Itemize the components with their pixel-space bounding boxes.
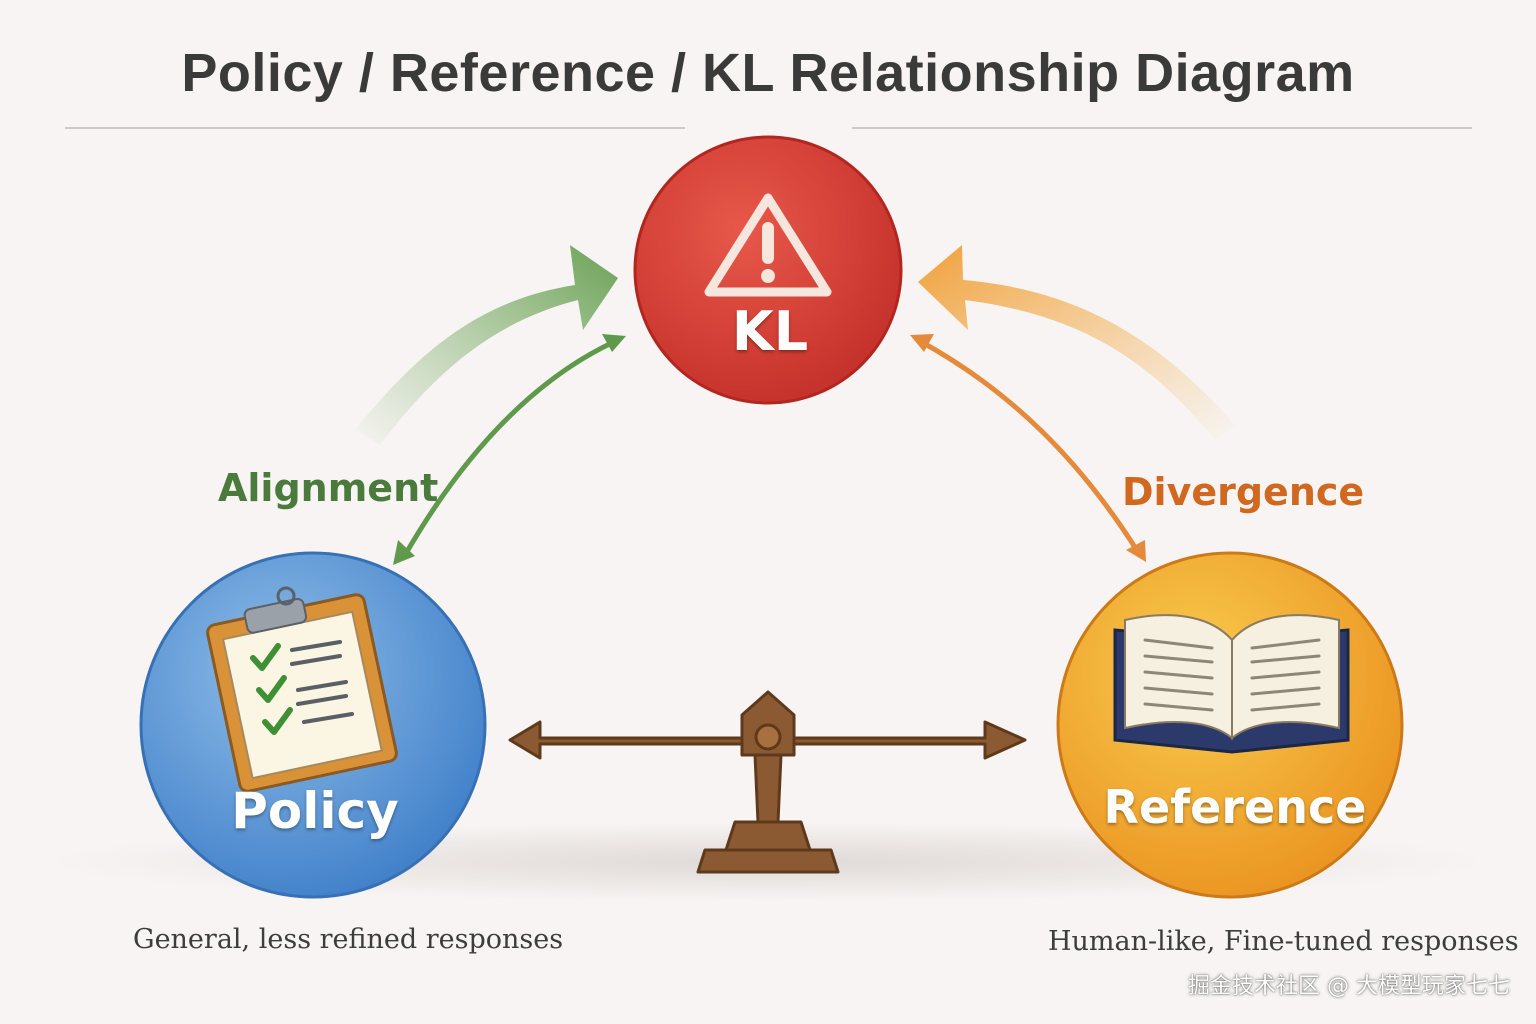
divergence-double-arrow — [910, 334, 1146, 562]
alignment-double-arrow — [393, 334, 626, 565]
divergence-big-arrow — [918, 245, 1235, 440]
page-title: Policy / Reference / KL Relationship Dia… — [181, 43, 1355, 103]
title-divider-left — [65, 127, 685, 129]
balance-scale-icon — [508, 690, 1027, 874]
kl-node — [633, 135, 903, 405]
reference-caption: Human-like, Fine-tuned responses — [1048, 926, 1519, 957]
divergence-label: Divergence — [1122, 470, 1365, 514]
clipboard-checklist-icon — [206, 586, 398, 793]
watermark: 掘金技术社区 @ 大模型玩家七七 — [1188, 974, 1510, 999]
reference-label: Reference — [1103, 780, 1367, 834]
policy-label: Policy — [231, 782, 399, 840]
alignment-label: Alignment — [218, 466, 439, 510]
reference-node — [1056, 551, 1404, 899]
kl-label: KL — [731, 300, 809, 363]
open-book-icon — [1113, 614, 1350, 754]
alignment-big-arrow — [355, 245, 618, 445]
policy-caption: General, less refined responses — [133, 924, 564, 955]
title-divider-right — [852, 127, 1472, 129]
policy-node — [139, 551, 487, 899]
warning-icon — [704, 193, 832, 297]
